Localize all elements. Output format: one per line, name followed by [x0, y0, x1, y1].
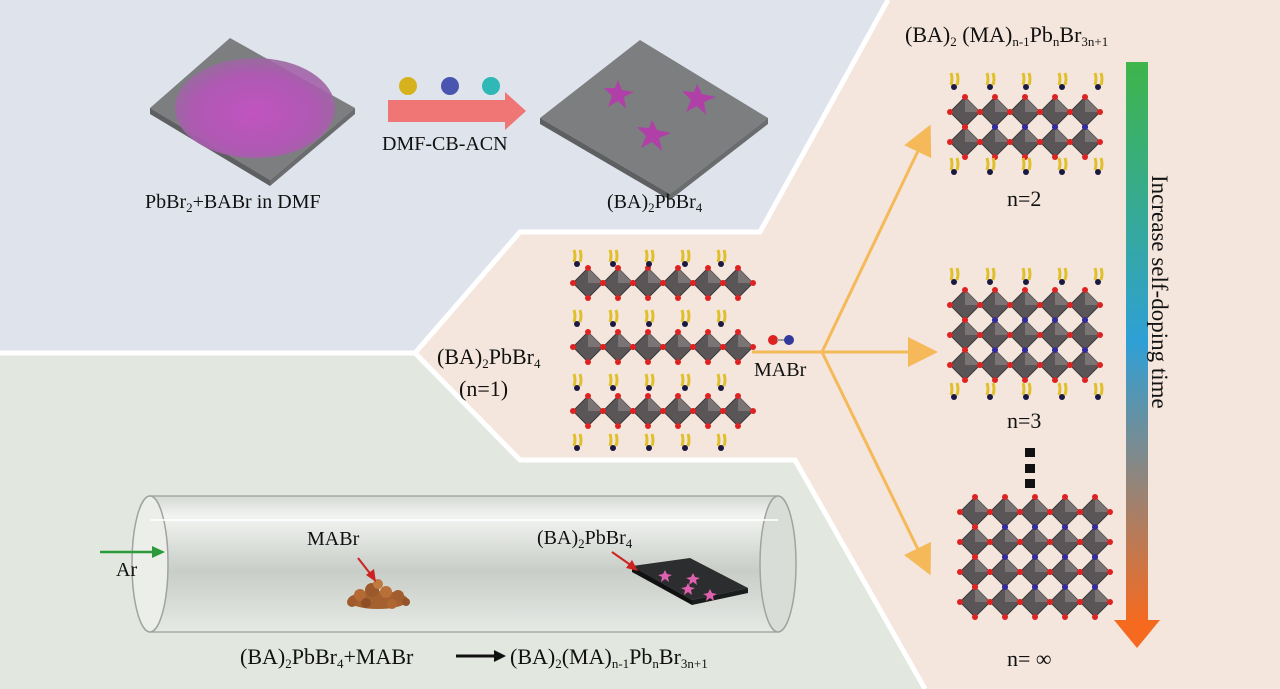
solvent-label: DMF-CB-ACN	[382, 133, 508, 155]
precursor-ball-yellow	[399, 77, 417, 95]
ellipsis-dots	[1025, 448, 1035, 488]
substrate-label: (BA)2PbBr4	[537, 527, 633, 551]
product-substrate	[540, 40, 768, 200]
branch-arrow-ninf	[820, 351, 931, 576]
tube-furnace	[131, 495, 797, 633]
crystal-n2	[946, 71, 1104, 177]
time-axis-label: Increase self-doping time	[1147, 175, 1172, 409]
reaction-rhs: (BA)2(MA)n-1PbnBr3n+1	[510, 644, 708, 671]
crystal-n3	[946, 266, 1104, 402]
ar-label: Ar	[116, 559, 138, 581]
product-label: (BA)2PbBr4	[607, 191, 703, 215]
process-arrow	[388, 92, 526, 130]
precursor-ball-blue	[441, 77, 459, 95]
start-phase-label: (BA)2PbBr4	[437, 344, 541, 371]
branch-arrow-n2	[820, 124, 932, 353]
crystal-ninf	[956, 493, 1114, 621]
phase-label-n3: n=3	[1007, 408, 1042, 433]
mabr-powder	[347, 579, 410, 609]
time-gradient-bar	[1126, 62, 1148, 622]
dopant-label: MABr	[754, 359, 807, 381]
general-formula: (BA)2 (MA)n-1PbnBr3n+1	[905, 22, 1109, 49]
reaction-lhs: (BA)2PbBr4+MABr	[240, 644, 414, 671]
start-phase-n-label: (n=1)	[459, 376, 509, 401]
mabr-source-label: MABr	[307, 528, 360, 550]
precursor-ball-cyan	[482, 77, 500, 95]
phase-label-n2: n=2	[1007, 186, 1042, 211]
precursor-label: PbBr2+BABr in DMF	[145, 191, 321, 215]
substrate-in-tube	[632, 558, 748, 605]
phase-label-ninf: n= ∞	[1007, 646, 1052, 671]
precursor-substrate	[150, 38, 355, 186]
